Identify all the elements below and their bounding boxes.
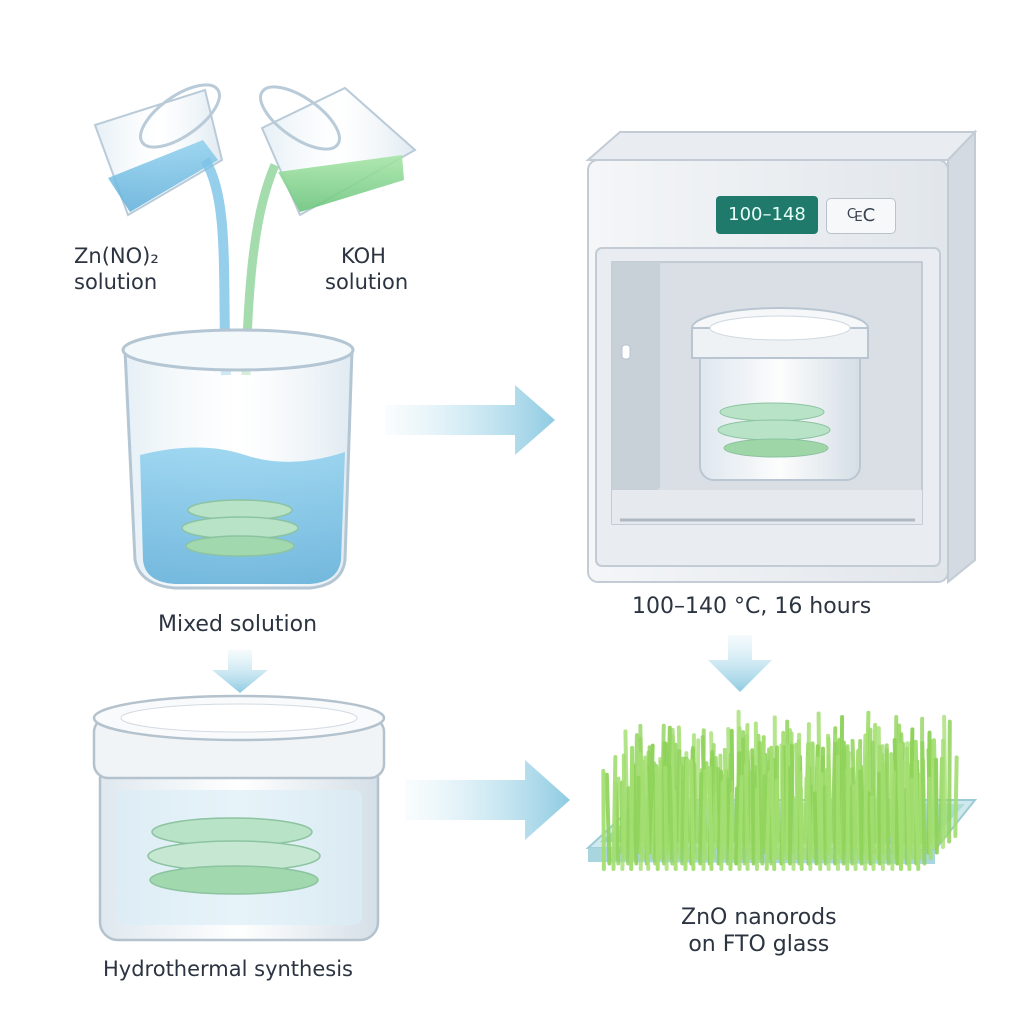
beaker-koh-solution bbox=[259, 85, 417, 217]
nanorod bbox=[638, 759, 646, 871]
nanorod bbox=[769, 745, 777, 871]
nanorod bbox=[909, 777, 915, 860]
jar-in-oven bbox=[691, 307, 869, 481]
koh-solution-label-line2: solution bbox=[325, 269, 409, 294]
nanorod bbox=[728, 791, 735, 871]
nanorod bbox=[779, 743, 786, 871]
beaker-zn-solution bbox=[93, 83, 224, 217]
nanorod bbox=[847, 784, 855, 866]
nanorod bbox=[934, 757, 939, 855]
nanorod bbox=[698, 771, 704, 866]
koh-solution-label: KOH solution bbox=[325, 244, 408, 295]
nanorod bbox=[791, 796, 798, 871]
koh-solution-label-line1: KOH bbox=[341, 244, 386, 268]
nanorod bbox=[840, 749, 846, 866]
nanorod bbox=[929, 743, 936, 849]
fto-substrates-in-vessel bbox=[147, 817, 321, 895]
hydrothermal-vessel bbox=[92, 694, 386, 942]
oven-conditions-label: 100–140 °C, 16 hours bbox=[632, 594, 872, 619]
nanorod bbox=[654, 765, 660, 871]
nanorod bbox=[744, 762, 750, 871]
nanorod bbox=[917, 772, 924, 860]
zn-solution-label-line1: Zn(NO)₂ bbox=[74, 244, 159, 268]
nanorod bbox=[672, 789, 678, 871]
nanorod bbox=[667, 764, 675, 866]
nanorod bbox=[764, 771, 772, 871]
nanorod bbox=[725, 752, 733, 866]
nanorod bbox=[750, 748, 756, 866]
zno-nanorods-label: ZnO nanorods on FTO glass bbox=[681, 905, 837, 959]
nanorod bbox=[785, 744, 790, 860]
zn-solution-label-line2: solution bbox=[74, 269, 158, 294]
hydrothermal-synthesis-label: Hydrothermal synthesis bbox=[103, 957, 353, 981]
oven bbox=[585, 129, 978, 585]
nanorod bbox=[947, 719, 952, 844]
nanorod bbox=[904, 746, 912, 871]
nanorod bbox=[741, 737, 747, 866]
nanorod bbox=[866, 791, 873, 866]
nanorod bbox=[803, 776, 809, 860]
nanorod bbox=[611, 755, 618, 871]
nanorod bbox=[913, 759, 921, 871]
nanorod bbox=[680, 756, 686, 866]
nanorod bbox=[626, 786, 631, 866]
nanorod-array bbox=[601, 709, 959, 871]
oven-unit-button[interactable]: ₠C bbox=[826, 198, 896, 234]
nanorod bbox=[707, 765, 714, 871]
zno-nanorods-label-line1: ZnO nanorods bbox=[681, 905, 837, 930]
nanorod bbox=[953, 755, 959, 838]
nanorod bbox=[656, 772, 663, 860]
nanorod bbox=[884, 743, 891, 866]
nanorod bbox=[734, 786, 740, 866]
nanorod bbox=[794, 732, 802, 860]
nanorod bbox=[663, 765, 669, 871]
nanorod bbox=[757, 740, 765, 866]
nanorod bbox=[851, 784, 858, 871]
fto-substrates-in-beaker bbox=[181, 499, 299, 557]
nanorod bbox=[845, 767, 851, 871]
nanorod bbox=[920, 740, 927, 866]
arrow-down-left bbox=[212, 650, 268, 693]
mixed-solution-label: Mixed solution bbox=[158, 612, 318, 637]
nanorod bbox=[689, 758, 696, 871]
nanorod bbox=[890, 770, 896, 871]
nanorod bbox=[877, 771, 882, 866]
nanorod bbox=[647, 743, 655, 855]
nanorod bbox=[629, 745, 635, 871]
nanorod bbox=[695, 738, 701, 860]
oven-temperature-display: 100–148 bbox=[716, 196, 818, 234]
nanorod bbox=[822, 784, 828, 866]
nanorod bbox=[812, 791, 819, 866]
nanorod bbox=[762, 774, 768, 855]
nanorod bbox=[858, 769, 864, 866]
zn-solution-label: Zn(NO)₂ solution bbox=[74, 244, 159, 295]
nanorod bbox=[825, 770, 831, 871]
nanorod bbox=[701, 769, 708, 871]
nanorod bbox=[719, 780, 725, 871]
nanorod bbox=[805, 755, 813, 871]
nanorod bbox=[863, 782, 868, 871]
arrow-right-top bbox=[385, 385, 555, 455]
zno-nanorods-label-line2: on FTO glass bbox=[688, 931, 830, 957]
nanorod bbox=[620, 791, 626, 871]
mixed-solution-beaker bbox=[121, 328, 355, 590]
arrow-right-bottom bbox=[405, 760, 570, 840]
zno-nanorods-on-fto bbox=[585, 709, 978, 871]
nanorod bbox=[643, 755, 651, 871]
nanorod bbox=[683, 758, 690, 871]
nanorod bbox=[818, 781, 823, 871]
nanorod bbox=[798, 771, 804, 871]
nanorod bbox=[631, 763, 639, 866]
nanorod bbox=[869, 795, 876, 871]
arrow-down-right bbox=[708, 635, 772, 692]
nanorod bbox=[826, 733, 834, 860]
nanorod bbox=[601, 768, 606, 871]
nanorod bbox=[892, 738, 900, 866]
nanorod bbox=[774, 778, 780, 860]
nanorod bbox=[604, 772, 612, 866]
nanorod bbox=[737, 774, 744, 871]
nanorod bbox=[927, 776, 933, 860]
